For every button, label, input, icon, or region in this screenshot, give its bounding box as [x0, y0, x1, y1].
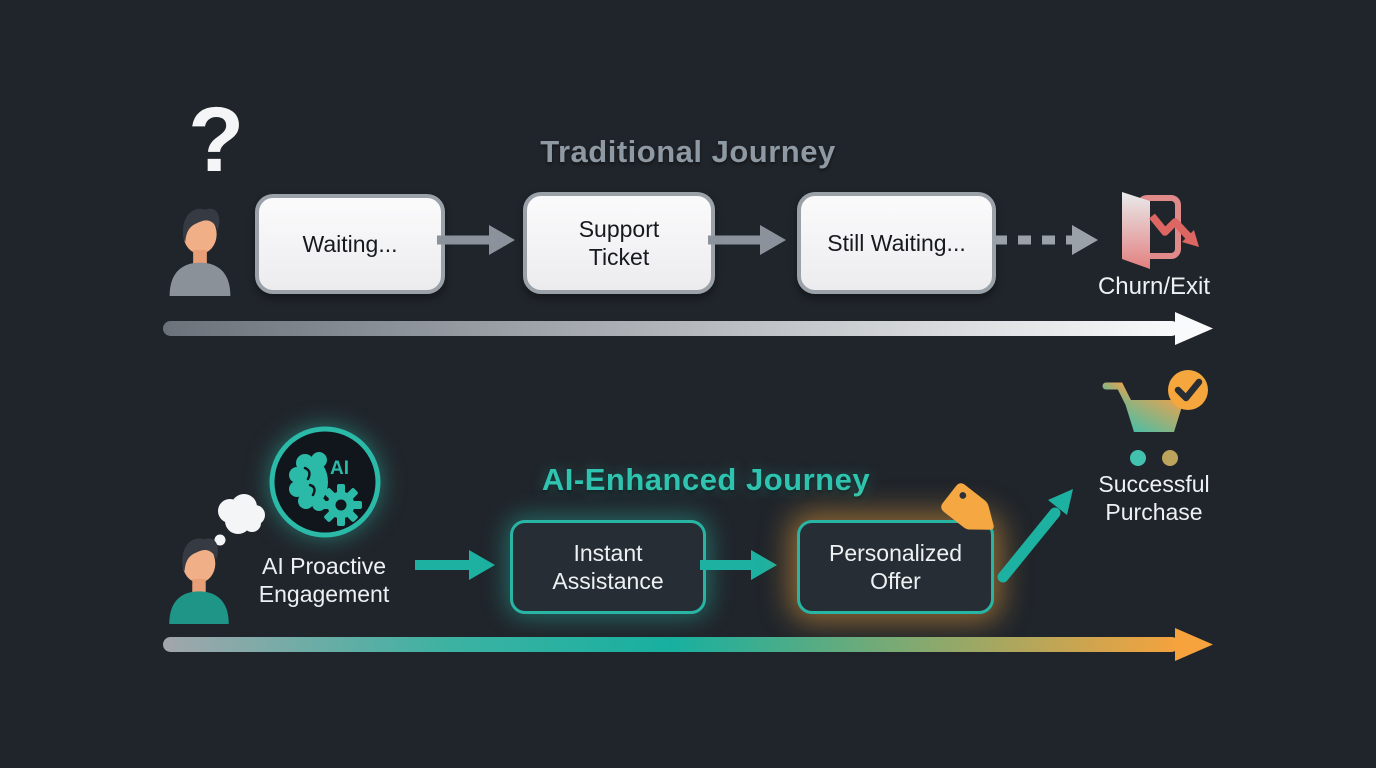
arrow-dashed-gray-icon	[994, 225, 1098, 255]
ai-proactive-engagement-label: AI Proactive Engagement	[258, 553, 390, 608]
churn-exit-label: Churn/Exit	[1097, 273, 1211, 300]
frustrated-customer-icon	[169, 208, 231, 296]
step-box-still-waiting: Still Waiting...	[797, 192, 996, 294]
ai-badge-text: AI	[330, 458, 349, 479]
ai-brain-gear-badge-icon: AI	[269, 426, 381, 538]
arrow-right-gray-icon	[437, 225, 515, 255]
successful-purchase-label: Successful Purchase	[1098, 471, 1210, 526]
engaged-customer-icon	[169, 538, 229, 624]
churn-exit-door-icon	[1122, 192, 1199, 269]
step-box-waiting: Waiting...	[255, 194, 445, 294]
step-label-personalized-offer: Personalized Offer	[829, 539, 962, 594]
step-box-personalized-offer: Personalized Offer	[797, 520, 994, 614]
arrow-up-right-teal-icon	[997, 489, 1073, 583]
step-label-instant-assistance: Instant Assistance	[552, 539, 664, 594]
traditional-timeline-arrow	[163, 312, 1213, 345]
question-mark-icon: ?	[188, 89, 245, 191]
gear-icon	[320, 484, 362, 526]
step-box-instant-assistance: Instant Assistance	[510, 520, 706, 614]
traditional-journey-title: Traditional Journey	[540, 133, 836, 169]
step-label-still-waiting: Still Waiting...	[827, 229, 966, 256]
ai-enhanced-journey-title: AI-Enhanced Journey	[541, 461, 871, 497]
thought-bubble-icon	[208, 494, 265, 556]
ai-timeline-arrow	[163, 628, 1213, 661]
checkmark-badge-icon	[1168, 370, 1208, 410]
step-box-support-ticket: Support Ticket	[523, 192, 715, 294]
price-tag-icon	[941, 483, 994, 530]
arrow-right-teal-icon	[700, 550, 777, 580]
arrow-right-gray-icon	[708, 225, 786, 255]
step-label-support-ticket: Support Ticket	[578, 215, 660, 270]
step-label-waiting: Waiting...	[302, 230, 398, 257]
arrow-right-teal-icon	[415, 550, 495, 580]
successful-purchase-cart-icon	[1102, 370, 1208, 466]
